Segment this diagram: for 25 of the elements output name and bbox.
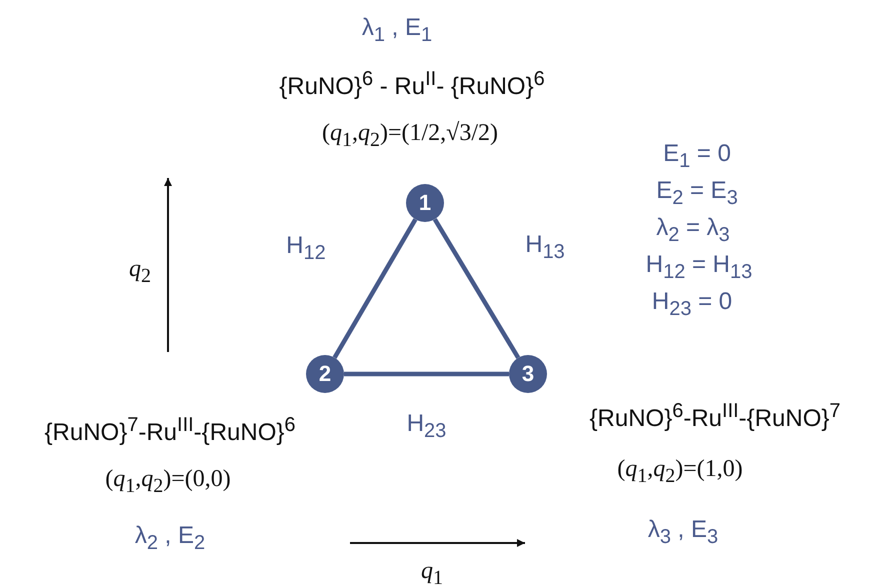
coordinate-label: (q$_{1}$,q$_{2}$)=(1,0) <box>617 456 743 488</box>
axis-label: q$_{1}$ <box>421 558 443 587</box>
equation-label: H$_{12}$ = H$_{13}$ <box>646 251 752 284</box>
coordinate-label: (q$_{1}$,q$_{2}$)=(1/2,√3/2) <box>322 120 498 152</box>
parameter-label: λ$_{3}$ , E$_{3}$ <box>648 516 718 549</box>
formula-label: {RuNO}$^{7}$-Ru$^{III}$-{RuNO}$^{6}$ <box>44 414 296 447</box>
equation-label: H$_{23}$ = 0 <box>652 288 732 321</box>
edge-label: H$_{13}$ <box>525 231 565 264</box>
equation-label: E$_{2}$ = E$_{3}$ <box>656 177 738 210</box>
edge-label: H$_{12}$ <box>286 232 326 265</box>
formula-label: {RuNO}$^{6}$ - Ru$^{II}$- {RuNO}$^{6}$ <box>279 68 545 101</box>
parameter-label: λ$_{2}$ , E$_{2}$ <box>134 522 206 555</box>
formula-label: {RuNO}$^{6}$-Ru$^{III}$-{RuNO}$^{7}$ <box>590 400 840 433</box>
equation-label: E$_{1}$ = 0 <box>663 140 731 173</box>
edge-line <box>432 218 520 359</box>
parameter-label: λ$_{1}$ , E$_{1}$ <box>362 14 432 47</box>
coordinate-label: (q$_{1}$,q$_{2}$)=(0,0) <box>105 466 231 498</box>
state-circle: 2 <box>306 355 344 393</box>
equation-label: λ$_{2}$ = λ$_{3}$ <box>656 214 730 247</box>
edge-line <box>344 372 509 376</box>
state-circle: 3 <box>509 355 547 393</box>
edge-line <box>332 218 418 359</box>
state-circle: 1 <box>406 184 444 222</box>
edge-label: H$_{23}$ <box>406 410 446 443</box>
axis-label: q$_{2}$ <box>129 256 151 288</box>
